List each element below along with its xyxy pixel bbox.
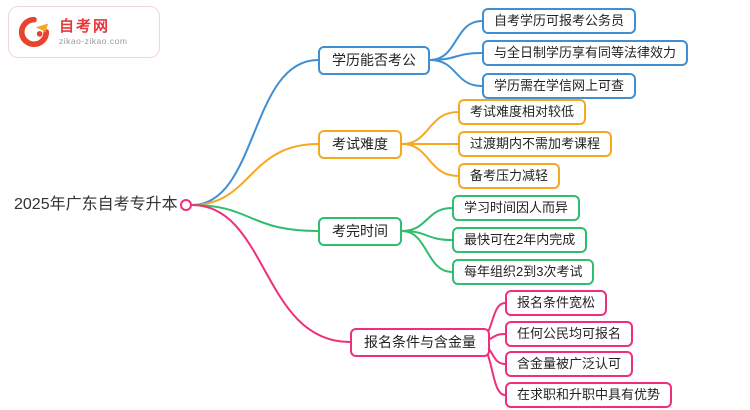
branch-node-time: 考完时间 [318,217,402,246]
site-domain: zikao-zikao.com [59,35,128,46]
branch-node-conditions: 报名条件与含金量 [350,328,490,357]
leaf-node: 最快可在2年内完成 [452,227,588,253]
leaf-node: 在求职和升职中具有优势 [505,382,673,408]
leaf-node: 任何公民均可报名 [505,321,634,347]
connector-leaf [401,143,459,177]
connector-leaf [429,52,483,61]
connector-leaf [429,59,483,87]
leaf-node: 与全日制学历享有同等法律效力 [482,40,689,66]
site-logo-text: 自考网 zikao-zikao.com [59,18,127,47]
leaf-node: 自考学历可报考公务员 [482,8,637,34]
root-node: 2025年广东自考专升本 [14,196,178,213]
site-logo: 自考网 zikao-zikao.com [8,6,160,58]
connector-leaf [401,111,459,145]
leaf-node: 备考压力减轻 [458,163,561,189]
connector-leaf [401,207,453,232]
branch-node-degree: 学历能否考公 [318,46,430,75]
site-logo-icon [18,16,50,48]
leaf-node: 报名条件宽松 [505,290,608,316]
site-name: 自考网 [59,17,111,35]
leaf-node: 考试难度相对较低 [458,99,587,125]
branch-node-difficulty: 考试难度 [318,130,402,159]
leaf-node: 含金量被广泛认可 [505,351,634,377]
leaf-node: 学习时间因人而异 [452,195,581,221]
connector-leaf [401,230,453,273]
connector-root-conditions [191,204,351,343]
leaf-node: 学历需在学信网上可查 [482,73,637,99]
connector-root-time [191,204,319,232]
connector-root-degree [191,59,319,206]
connector-root-difficulty [191,143,319,206]
leaf-node: 每年组织2到3次考试 [452,259,595,285]
leaf-node: 过渡期内不需加考课程 [458,131,613,157]
root-connector-dot [180,199,192,211]
